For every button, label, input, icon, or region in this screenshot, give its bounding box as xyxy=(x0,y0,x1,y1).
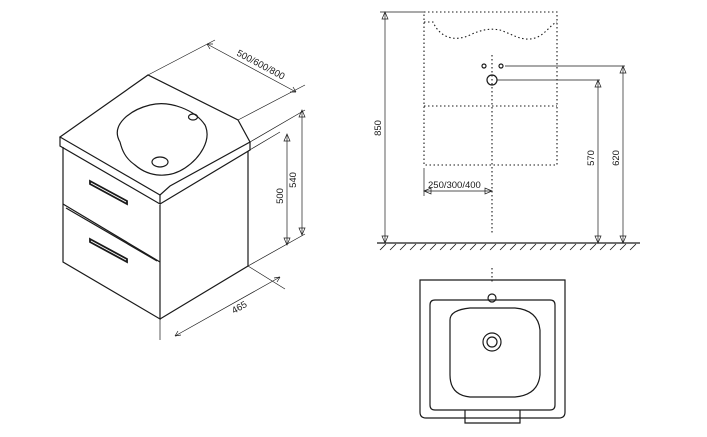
dim-height-floor: 850 xyxy=(373,120,384,136)
basin-hidden-profile xyxy=(424,21,558,40)
dim-height-total: 540 xyxy=(288,172,299,188)
dim-siphon-height: 570 xyxy=(586,150,597,166)
upper-drawer-handle xyxy=(89,179,128,206)
outlet-left xyxy=(481,63,487,69)
top-view-drain-inner xyxy=(486,336,498,348)
dim-top-width: 500/600/800 xyxy=(235,48,287,83)
cabinet-side xyxy=(159,151,249,320)
dim-siphon-offset: 250/300/400 xyxy=(428,180,481,191)
front-elevation: 850 570 620 250/300/400 xyxy=(373,11,640,251)
dim-height-cabinet: 500 xyxy=(275,188,286,204)
dim-drain-height: 620 xyxy=(611,150,622,166)
dim-depth: 465 xyxy=(230,299,249,316)
outlet-right xyxy=(498,63,504,69)
isometric-view: 500/600/800 540 500 465 xyxy=(58,39,306,340)
top-view-tap-hole xyxy=(487,293,497,303)
basin-drain xyxy=(151,156,169,168)
top-view xyxy=(419,268,566,424)
top-view-bowl xyxy=(449,307,541,398)
tap-hole xyxy=(187,113,199,121)
drawer-divider xyxy=(62,203,161,263)
top-view-handle xyxy=(464,410,521,424)
drawer-divider-2 xyxy=(65,207,158,262)
basin-bowl xyxy=(116,103,208,176)
basin-top-outline xyxy=(58,74,251,196)
top-view-basin-rim xyxy=(429,299,556,411)
basin-top-front-edge xyxy=(59,137,161,206)
lower-drawer-handle xyxy=(89,237,128,264)
top-view-outline xyxy=(419,279,566,419)
floor-hatch xyxy=(379,243,637,251)
top-view-drain-outer xyxy=(482,332,502,352)
cabinet-hidden-outline xyxy=(423,11,558,166)
